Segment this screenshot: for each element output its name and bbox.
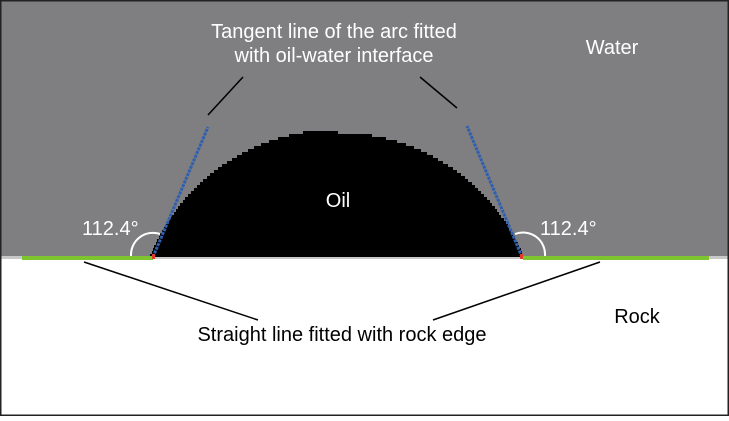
tangent-label-line1: Tangent line of the arc fitted (211, 21, 457, 43)
contact-point-left (152, 254, 155, 259)
leader-line-rock-right (432, 261, 601, 321)
rock-edge-line-left (22, 256, 153, 260)
angle-label-left: 112.4° (82, 218, 139, 240)
rock-region (1, 257, 728, 415)
tangent-label-line2: with oil-water interface (234, 45, 434, 67)
leader-line-tangent-left (207, 76, 244, 116)
tangent-line-right (465, 125, 524, 258)
rock-edge-line-right (523, 256, 709, 260)
leader-line-tangent-right (419, 76, 458, 109)
oil-droplet (150, 131, 525, 257)
rock-surface-strip (1, 256, 728, 259)
straight-line-label: Straight line fitted with rock edge (197, 324, 486, 346)
rock-label: Rock (614, 306, 661, 328)
angle-label-right: 112.4° (540, 218, 597, 240)
oil-label: Oil (326, 190, 350, 212)
contact-point-right (520, 254, 523, 259)
angle-arc-right (514, 231, 547, 257)
tangent-line-left (151, 126, 210, 258)
leader-line-rock-left (83, 261, 259, 321)
angle-arc-left (129, 231, 161, 257)
water-label: Water (586, 37, 639, 59)
